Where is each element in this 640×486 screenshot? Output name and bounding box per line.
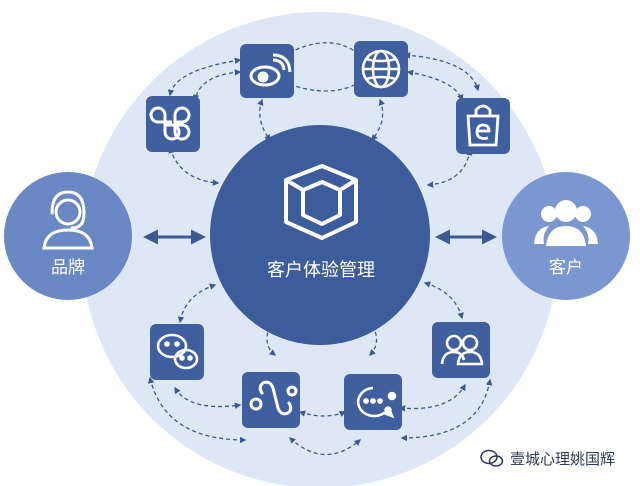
channel-mini-program: [242, 372, 300, 428]
channel-community: [432, 322, 490, 378]
mini-program-icon: [249, 380, 298, 416]
watermark: 壹城心理姚国辉: [480, 445, 615, 471]
brand-label: 品牌: [51, 258, 85, 278]
shopping-bag-e-icon: [466, 104, 500, 147]
customer-node: 客户: [502, 172, 630, 300]
globe-icon: [361, 49, 401, 89]
channel-ecommerce: [456, 98, 510, 154]
customer-label: 客户: [549, 258, 583, 278]
flower-grid-icon: [149, 106, 191, 141]
chat-bubble-icon: [356, 386, 397, 419]
wechat-watermark-icon: [480, 449, 504, 467]
weibo-icon: [249, 53, 292, 87]
channel-wechat: [150, 324, 204, 380]
wechat-icon: [156, 333, 199, 370]
headset-user-icon: [42, 190, 94, 250]
users-group-icon: [534, 200, 598, 246]
brand-node: 品牌: [4, 172, 132, 300]
watermark-text: 壹城心理姚国辉: [510, 449, 616, 468]
people-icon: [440, 334, 484, 366]
center-label: 客户体验管理: [267, 260, 375, 281]
center-hub: 客户体验管理: [210, 125, 430, 345]
channel-app-grid: [146, 96, 200, 152]
channel-chat-support: [344, 374, 402, 430]
channel-web: [354, 41, 408, 97]
cube-icon: [284, 164, 358, 240]
channel-weibo: [240, 44, 294, 98]
